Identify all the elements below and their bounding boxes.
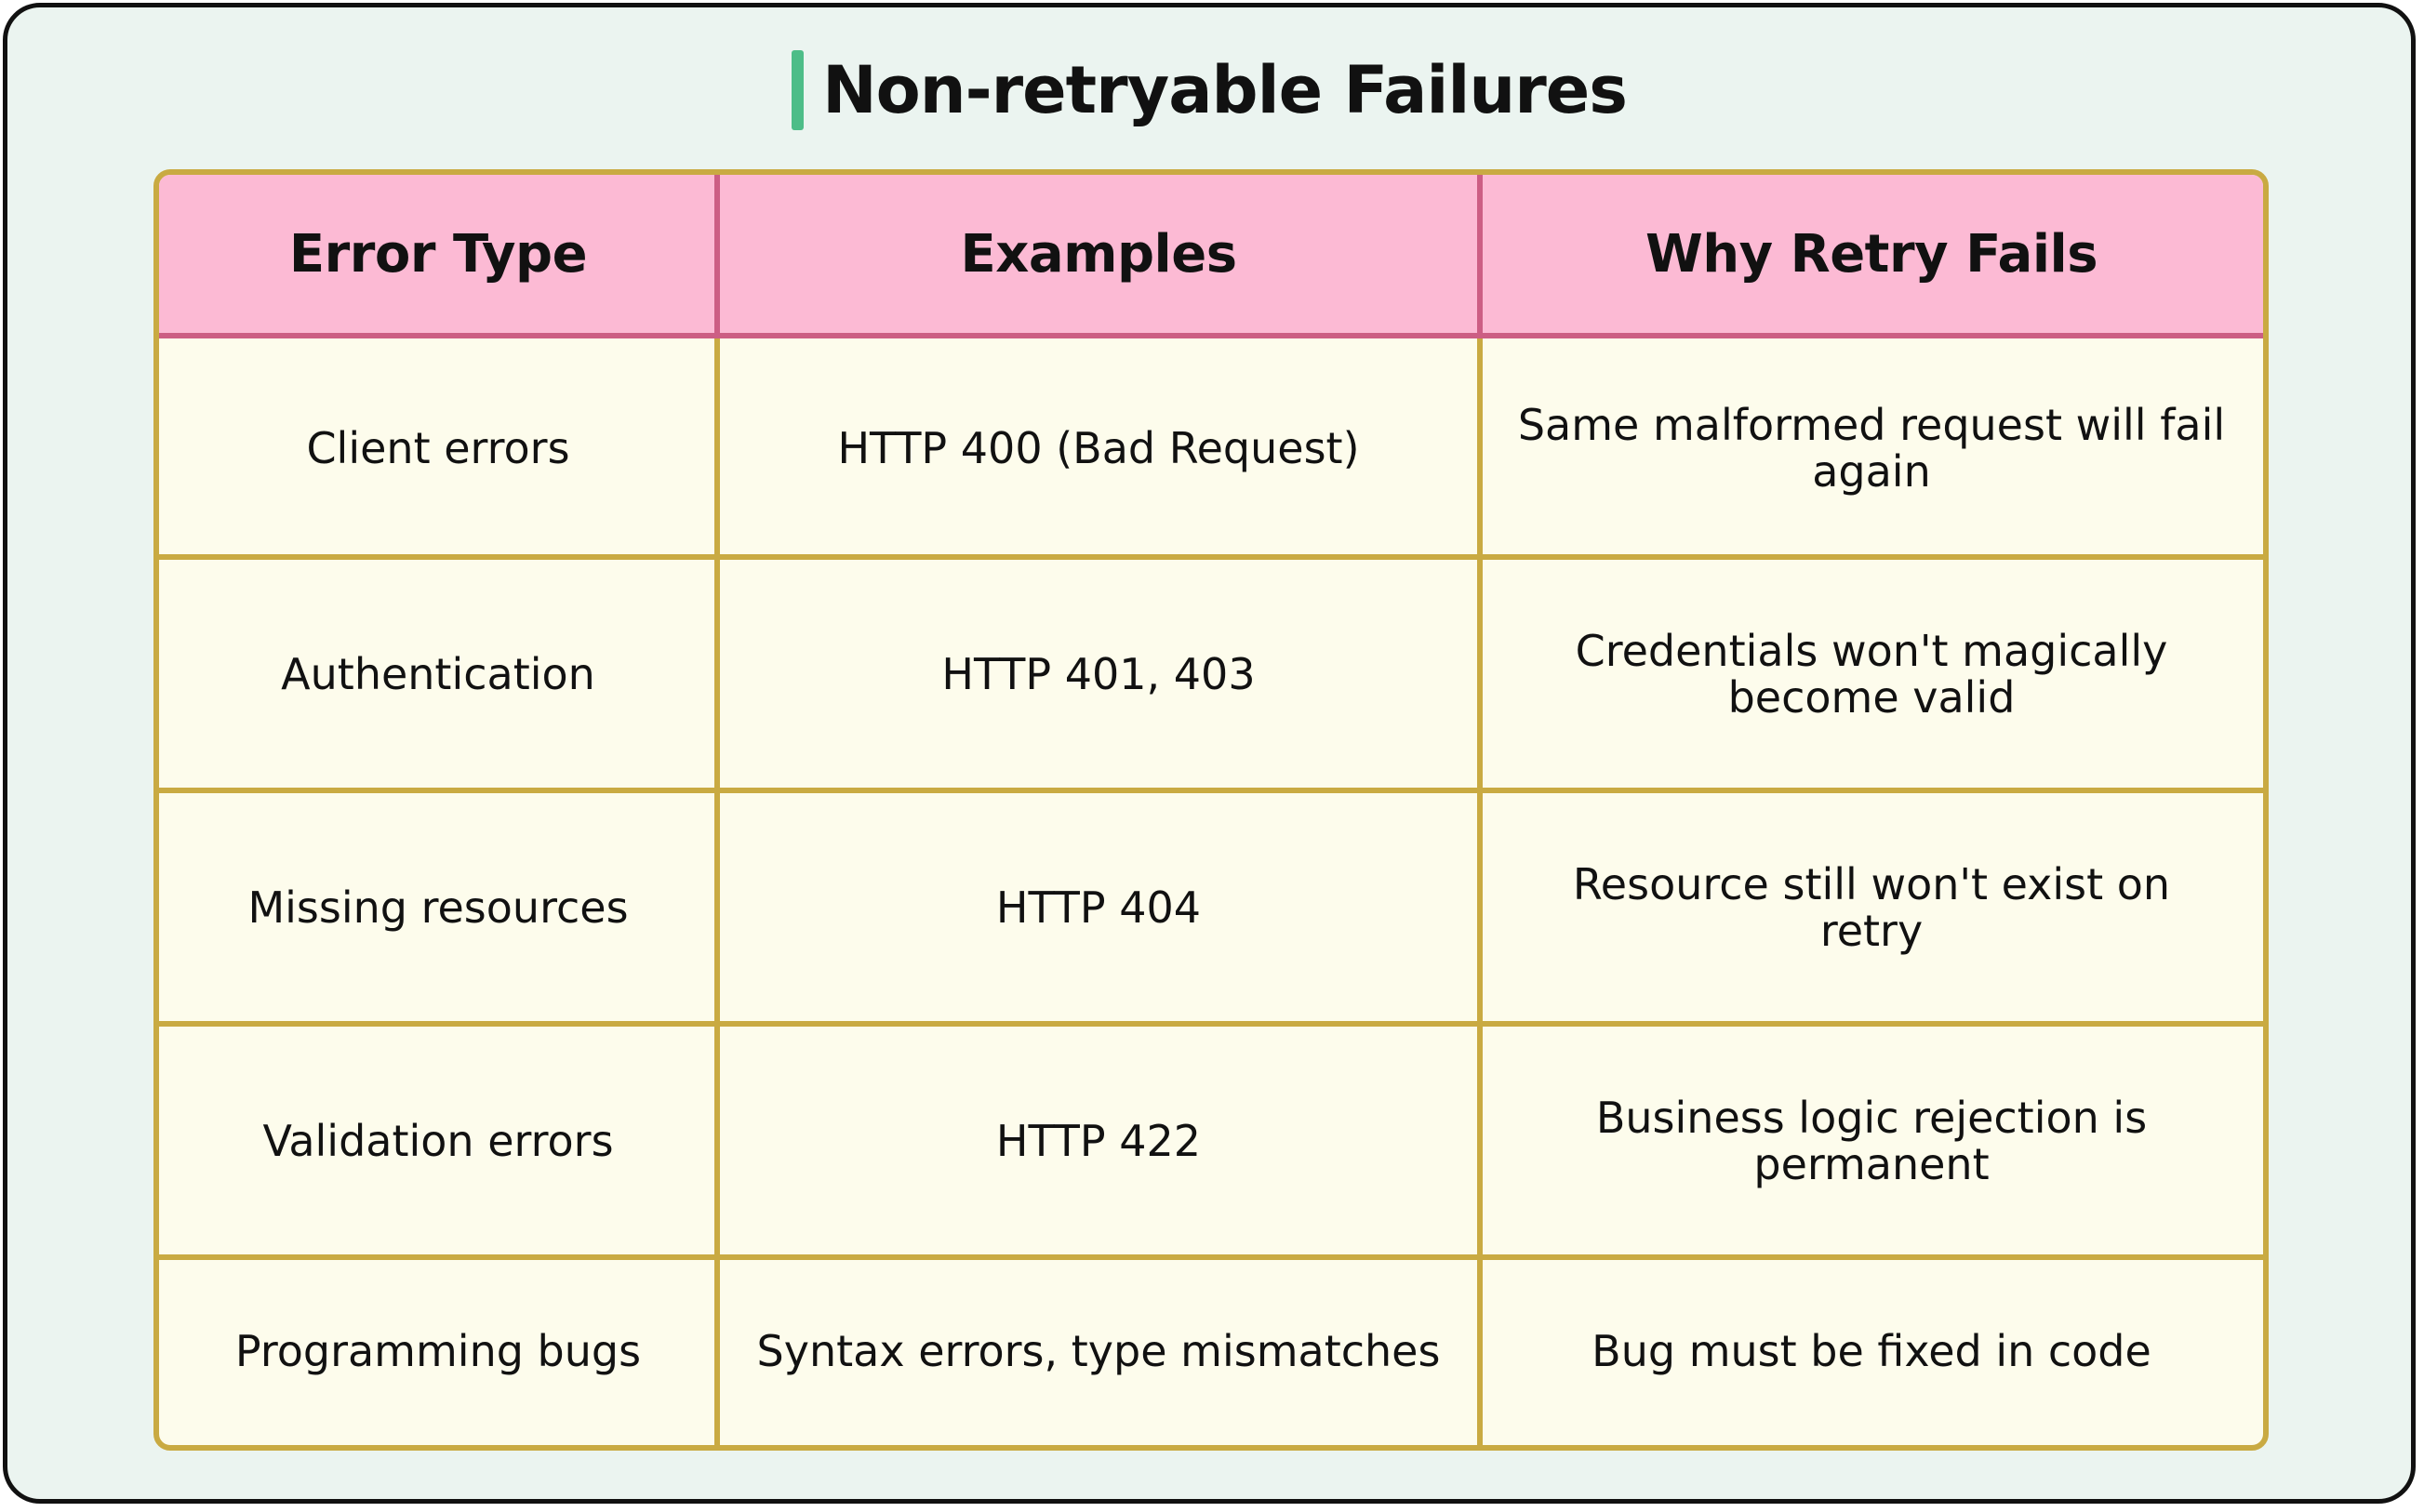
cell-why-retry-fails: Credentials won't magically become valid [1575,625,2168,723]
title-accent-bar [792,50,805,130]
table-header: Error Type Examples Why Retry Fails [159,175,2263,338]
cell-why-retry-fails: Same malformed request will fail again [1517,399,2226,497]
cell-why-retry-fails: Resource still won't exist on retry [1572,858,2171,956]
table-row: Validation errors HTTP 422 Business logi… [159,1024,2263,1257]
cell-why-retry-fails: Bug must be fixed in code [1592,1326,2151,1376]
cell-error-type: Client errors [306,422,570,473]
column-divider [1477,175,1483,1445]
header-examples: Examples [960,223,1237,285]
cell-error-type: Validation errors [262,1115,614,1166]
row-divider [159,1021,2263,1027]
header-column-divider [1477,175,1483,338]
cell-examples: HTTP 404 [995,882,1202,933]
header-why-retry-fails: Why Retry Fails [1645,223,2098,285]
failures-table: Error Type Examples Why Retry Fails Clie… [153,169,2269,1451]
cell-why-retry-fails: Business logic rejection is permanent [1595,1092,2148,1189]
cell-error-type: Programming bugs [234,1326,642,1376]
header-column-divider [714,175,720,338]
row-divider [159,554,2263,560]
cell-examples: HTTP 422 [995,1115,1202,1166]
page-title: Non-retryable Failures [822,52,1628,128]
row-divider [159,788,2263,793]
cell-examples: HTTP 400 (Bad Request) [837,422,1360,473]
cell-error-type: Authentication [281,648,595,699]
header-error-type: Error Type [288,223,588,285]
table-row: Programming bugs Syntax errors, type mis… [159,1257,2263,1445]
cell-examples: HTTP 401, 403 [941,648,1256,699]
column-divider [714,175,720,1445]
table-row: Authentication HTTP 401, 403 Credentials… [159,557,2263,790]
title-row: Non-retryable Failures [7,48,2411,132]
cell-examples: Syntax errors, type mismatches [756,1326,1441,1376]
cell-error-type: Missing resources [247,882,629,933]
table-row: Missing resources HTTP 404 Resource stil… [159,790,2263,1024]
table-row: Client errors HTTP 400 (Bad Request) Sam… [159,338,2263,557]
row-divider [159,1254,2263,1260]
